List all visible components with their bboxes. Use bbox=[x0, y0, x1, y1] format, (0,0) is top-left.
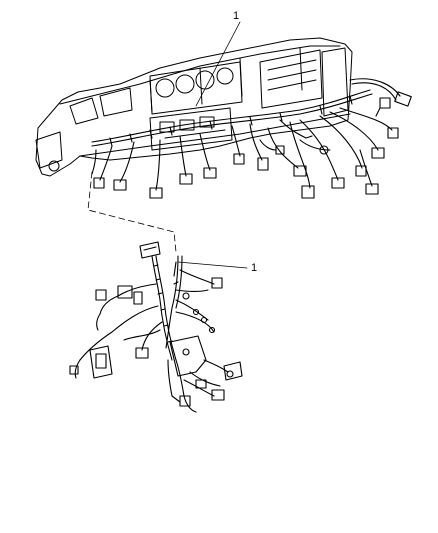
top-connector bbox=[140, 242, 160, 258]
lower-wiring-harness bbox=[70, 242, 242, 412]
callout-label-top: 1 bbox=[233, 10, 240, 22]
upper-wiring-harness bbox=[92, 79, 411, 198]
mounting-bracket bbox=[170, 336, 206, 376]
callout-top-leader bbox=[196, 22, 240, 106]
callout-mid-leader bbox=[178, 262, 247, 268]
callout-leaders bbox=[88, 22, 247, 268]
connection-dashed-line bbox=[88, 172, 176, 252]
instrument-panel bbox=[36, 38, 352, 176]
relay-block bbox=[90, 346, 112, 378]
callout-label-mid: 1 bbox=[251, 262, 258, 274]
